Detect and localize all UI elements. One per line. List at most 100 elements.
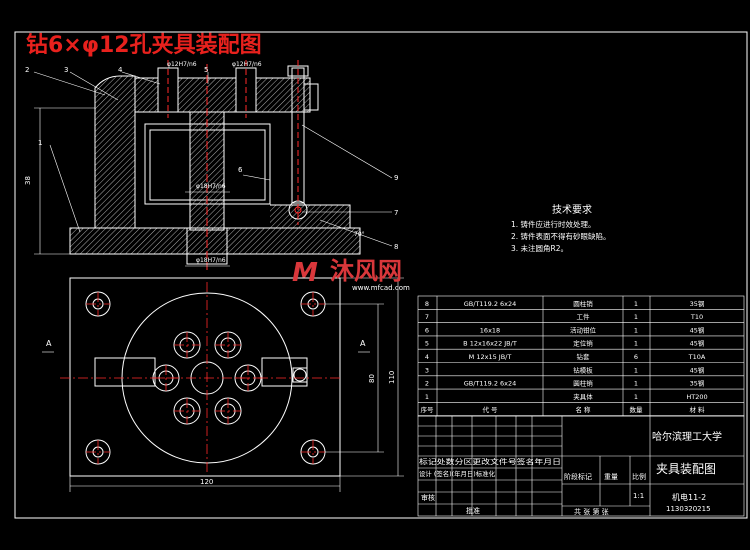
bom-cell-name: 圆柱销 <box>573 299 593 308</box>
clamp-support <box>304 83 319 111</box>
callout-5: 5 <box>204 66 208 74</box>
bom-cell-code: B 12x16x22 JB/T <box>463 340 517 348</box>
watermark-brand: 沐风网 <box>330 257 402 285</box>
tb-weight-label: 重量 <box>604 473 618 481</box>
bom-cell-name: 定位销 <box>573 339 593 348</box>
bom-cell-qty: 数量 <box>630 405 644 414</box>
dim-plan-inner: 80 <box>368 374 376 383</box>
bom-cell-qty: 1 <box>634 380 638 388</box>
bom-cell-material: HT200 <box>686 393 707 401</box>
watermark-logo-icon: M <box>292 258 318 288</box>
plan-view <box>60 277 341 477</box>
callout-4: 4 <box>118 66 123 74</box>
callout-8: 8 <box>394 243 398 251</box>
bom-cell-qty: 6 <box>634 353 638 361</box>
tb-school: 哈尔滨理工大学 <box>652 430 722 443</box>
watermark-url: www.mfcad.com <box>352 284 410 292</box>
title-block-text: 标记处数分区更改文件号签名年月日 设计 (签名)(年月日)标准化 审核 批准 哈… <box>419 430 722 516</box>
bom-row: 3 钻模板 1 45钢 <box>418 365 744 377</box>
dim-plan-height: 110 <box>388 371 396 384</box>
section-mark-right: A <box>360 339 366 348</box>
tech-requirements: 技术要求 1. 铸件应进行时效处理。 2. 铸件表面不得有砂眼缺陷。 3. 未注… <box>511 203 611 253</box>
dim-center-fit: φ18H7/n6 <box>196 183 226 190</box>
tb-sheets: 共 张 第 张 <box>574 507 609 516</box>
front-view <box>69 60 361 270</box>
pin-joint <box>288 200 308 220</box>
bom-cell-qty: 1 <box>634 326 638 334</box>
bom-cell-no: 3 <box>425 366 429 374</box>
callout-3: 3 <box>64 66 68 74</box>
dim-bottom-fit: φ18H7/n6 <box>196 257 226 264</box>
section-mark-left: A <box>46 339 52 348</box>
tb-drawing-name: 夹具装配图 <box>656 462 716 476</box>
bom-cell-no: 2 <box>425 380 429 388</box>
tb-stage-label: 阶段标记 <box>564 472 592 481</box>
bom-cell-name: 夹具体 <box>573 392 593 401</box>
bom-row: 1 夹具体 1 HT200 <box>418 392 744 403</box>
bom-cell-name: 名 称 <box>575 405 591 414</box>
column-body <box>94 75 136 229</box>
bom-header-row: 序号 代 号 名 称 数量 材 料 <box>418 405 744 417</box>
tb-change-row: 标记处数分区更改文件号签名年月日 <box>419 457 561 466</box>
bom-cell-no: 7 <box>425 313 429 321</box>
dim-height-left: 38 <box>24 176 32 185</box>
plan-dimensions: 120 80 110 A A <box>42 277 404 492</box>
watermark: M 沐风网 www.mfcad.com <box>292 257 410 292</box>
clamp-rod <box>291 67 305 204</box>
bom-cell-name: 活动钳位 <box>570 325 597 334</box>
bom-row: 2 GB/T119.2 6x24 圆柱销 1 35钢 <box>418 379 744 390</box>
plan-slot-left <box>94 357 156 387</box>
callout-2: 2 <box>25 66 29 74</box>
bom-cell-code: GB/T119.2 6x24 <box>464 380 517 388</box>
tech-heading: 技术要求 <box>552 203 592 216</box>
tb-code: 1130320215 <box>666 505 711 513</box>
tb-approve: 批准 <box>466 506 480 515</box>
bom-cell-name: 钻套 <box>577 352 591 361</box>
bom-cell-name: 工件 <box>577 312 591 321</box>
bom-cell-name: 钻模板 <box>573 365 593 374</box>
dim-top-left-fit: φ12H7/n6 <box>167 61 197 68</box>
bom-cell-qty: 1 <box>634 313 638 321</box>
callout-7: 7 <box>394 209 398 217</box>
callout-6: 6 <box>238 166 243 174</box>
drawing-border <box>14 31 748 519</box>
bom-cell-material: T10A <box>688 353 706 361</box>
bom-cell-name: 圆柱销 <box>573 379 593 388</box>
tech-item-3: 3. 未注圆角R2。 <box>511 243 568 253</box>
tech-item-1: 1. 铸件应进行时效处理。 <box>511 219 596 229</box>
drawing-title: 钻6×φ12孔夹具装配图 <box>26 32 262 58</box>
bom-cell-material: 45钢 <box>690 340 705 348</box>
bom-cell-no: 5 <box>425 340 429 348</box>
lower-hub <box>186 227 228 265</box>
bom-cell-no: 1 <box>425 393 429 401</box>
bom-cell-material: 材 料 <box>689 405 705 414</box>
bom-cell-qty: 1 <box>634 366 638 374</box>
base-plate <box>69 227 361 255</box>
dim-top-center-fit: φ12H7/n6 <box>232 61 262 68</box>
bom-cell-material: 35钢 <box>690 380 705 388</box>
bom-cell-code: 代 号 <box>482 405 498 414</box>
callout-1: 1 <box>38 139 42 147</box>
bom-cell-no: 8 <box>425 300 429 308</box>
bom-cell-qty: 1 <box>634 393 638 401</box>
dim-plan-width: 120 <box>200 478 213 486</box>
bom-cell-code: GB/T119.2 6x24 <box>464 300 517 308</box>
bom-cell-no: 序号 <box>421 405 435 414</box>
bom-cell-code: M 12x15 JB/T <box>469 353 512 361</box>
plan-base <box>69 277 341 477</box>
bom-row: 5 B 12x16x22 JB/T 定位销 1 45钢 <box>418 339 744 350</box>
title-block <box>417 415 745 517</box>
bom-cell-material: 45钢 <box>690 326 705 334</box>
bom-cell-code: 16x18 <box>480 326 500 334</box>
front-dimensions: 38 φ12H7/n6 φ12H7/n6 φ18H7/n6 φ18H7/n6 7… <box>24 61 398 267</box>
bom-cell-material: 45钢 <box>690 366 705 374</box>
tb-review: 审核 <box>421 493 435 502</box>
bom-cell-qty: 1 <box>634 340 638 348</box>
callout-9: 9 <box>394 174 398 182</box>
